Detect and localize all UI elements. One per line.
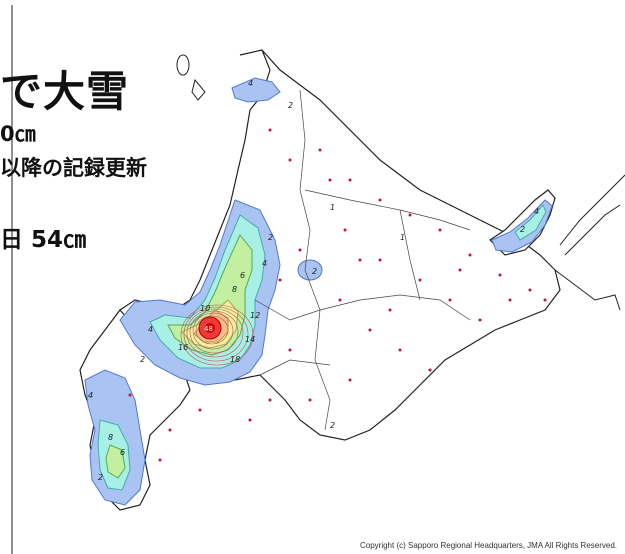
kunashiri-outline-2 bbox=[564, 204, 621, 256]
contour-label: 2 bbox=[140, 355, 145, 364]
headline-line3: 以降の記録更新 bbox=[0, 156, 147, 180]
contour-label: 1 bbox=[330, 203, 335, 212]
nemuro-coast bbox=[554, 269, 621, 311]
contour-label: 6 bbox=[120, 448, 125, 457]
contour-label: 2 bbox=[520, 225, 525, 234]
contour-label: 12 bbox=[250, 311, 260, 320]
headline-line1: で大雪 bbox=[0, 67, 130, 116]
contour-label: 8 bbox=[108, 433, 113, 442]
headline-line2: 0㎝ bbox=[0, 122, 36, 146]
contour-label: 2 bbox=[330, 421, 335, 430]
contour-label: 4 bbox=[148, 325, 153, 334]
copyright-notice: Copyright (c) Sapporo Regional Headquart… bbox=[359, 541, 617, 550]
contour-label: 16 bbox=[178, 343, 188, 352]
contour-label: 1 bbox=[400, 233, 405, 242]
contour-label: 4 bbox=[248, 79, 253, 88]
contour-label: 4 bbox=[262, 259, 267, 268]
contour-label: 4 bbox=[534, 207, 539, 216]
contour-label: 8 bbox=[232, 285, 237, 294]
contour-labels: 4 2 1 2 4 6 8 10 12 14 16 18 2 4 6 8 2 4… bbox=[88, 79, 539, 482]
headline-line4: 日 54㎝ bbox=[0, 227, 87, 253]
contour-label: 2 bbox=[312, 267, 317, 276]
contour-label: 6 bbox=[240, 271, 245, 280]
contour-label: 18 bbox=[230, 355, 240, 364]
rebun-island bbox=[191, 78, 206, 101]
kunashiri-outline bbox=[559, 174, 625, 246]
contour-label: 14 bbox=[245, 335, 255, 344]
snow-zone-oshima-green bbox=[105, 444, 126, 479]
snow-peak-core bbox=[205, 323, 215, 333]
snow-zone-shiretoko-cyan bbox=[514, 204, 547, 241]
contour-label: 2 bbox=[268, 233, 273, 242]
contour-rings bbox=[180, 304, 254, 366]
region-boundaries bbox=[254, 89, 471, 431]
contour-label: 4 bbox=[88, 391, 93, 400]
contour-label: 2 bbox=[98, 473, 103, 482]
contour-label: 10 bbox=[200, 304, 210, 313]
contour-label: 2 bbox=[288, 101, 293, 110]
snow-zone-north bbox=[231, 77, 281, 103]
rishiri-island bbox=[176, 54, 190, 76]
peak-label: 48 bbox=[204, 325, 213, 333]
station-dots bbox=[128, 128, 547, 462]
snow-zone-inland bbox=[297, 259, 323, 281]
